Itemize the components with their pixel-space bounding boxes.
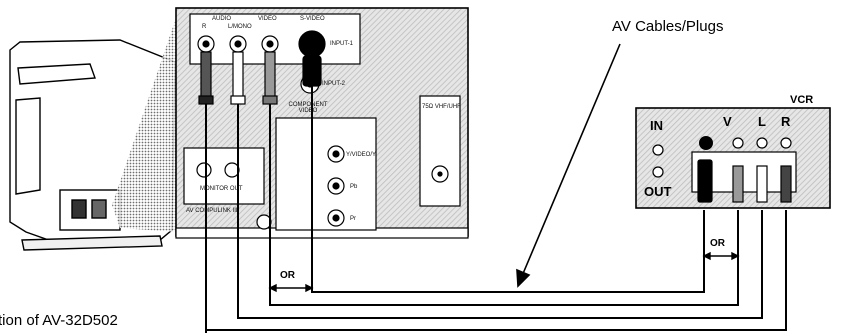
vcr-l-jack — [756, 137, 768, 149]
vcr-s-video-jack — [699, 136, 713, 150]
vcr-plug-r — [780, 165, 792, 203]
vcr-r-jack — [780, 137, 792, 149]
monitor-out-v-jack — [256, 214, 272, 230]
wire-video-composite — [269, 104, 739, 306]
wire-s-video — [311, 86, 705, 293]
pointer-arrow — [516, 43, 621, 288]
tv-input1-label: INPUT-1 — [330, 41, 354, 47]
plug-audio-r — [200, 51, 212, 99]
vcr-r-label: R — [781, 114, 791, 129]
tv-vhf-uhf-label: 75Ω VHF/UHF — [422, 104, 461, 110]
vcr-title: VCR — [790, 94, 814, 106]
monitor-out-r-jack — [224, 162, 240, 178]
tv-l-mono-label: L/MONO — [228, 24, 252, 30]
vcr-plug-video — [732, 165, 744, 203]
cable-wires — [205, 86, 787, 333]
tv-s-video-label: S-VIDEO — [300, 16, 325, 22]
monitor-out-l-jack — [196, 162, 212, 178]
av-cables-label: AV Cables/Plugs — [612, 18, 724, 35]
zoom-projection — [112, 12, 178, 232]
wire-audio-r-vcr — [206, 210, 787, 331]
vcr-out-label: OUT — [644, 184, 672, 199]
tv-r-label: R — [202, 24, 207, 30]
vcr-in-label: IN — [650, 118, 663, 133]
vcr-out-jack — [652, 166, 664, 178]
tv-input2-label: INPUT-2 — [322, 81, 346, 87]
tv-audio-label: AUDIO — [212, 16, 232, 22]
vcr-plugs — [697, 159, 792, 203]
tv-plugs — [198, 51, 322, 105]
tv-av-compulink-label: AV COMPULINK III — [186, 208, 238, 214]
or-arrows — [268, 251, 740, 293]
plug-s-video — [302, 55, 322, 87]
vcr-in-jack — [652, 144, 664, 156]
tv-pb-label: Pb — [350, 184, 358, 190]
tv-video-label: VIDEO — [258, 16, 277, 22]
s-video-jack — [298, 30, 326, 58]
or-label-vcr: OR — [710, 238, 725, 249]
vcr-l-label: L — [758, 114, 766, 129]
vcr-v-jack — [732, 137, 744, 149]
vcr-plug-l — [756, 165, 768, 203]
or-label-tv: OR — [280, 270, 295, 281]
tv-pr-label: Pr — [350, 216, 356, 222]
tv-component-video-label: COMPONENT VIDEO — [288, 102, 328, 114]
vcr-v-label: V — [723, 114, 732, 129]
plug-video — [264, 51, 276, 99]
figure-caption: tion of AV-32D502 — [0, 312, 118, 329]
vcr-plug-s-video — [697, 159, 713, 203]
tv-monitor-out-label: MONITOR OUT — [200, 186, 243, 192]
tv-y-label: Y/VIDEO/Y — [346, 152, 377, 158]
wire-audio-l — [237, 104, 763, 319]
plug-audio-l — [232, 51, 244, 99]
